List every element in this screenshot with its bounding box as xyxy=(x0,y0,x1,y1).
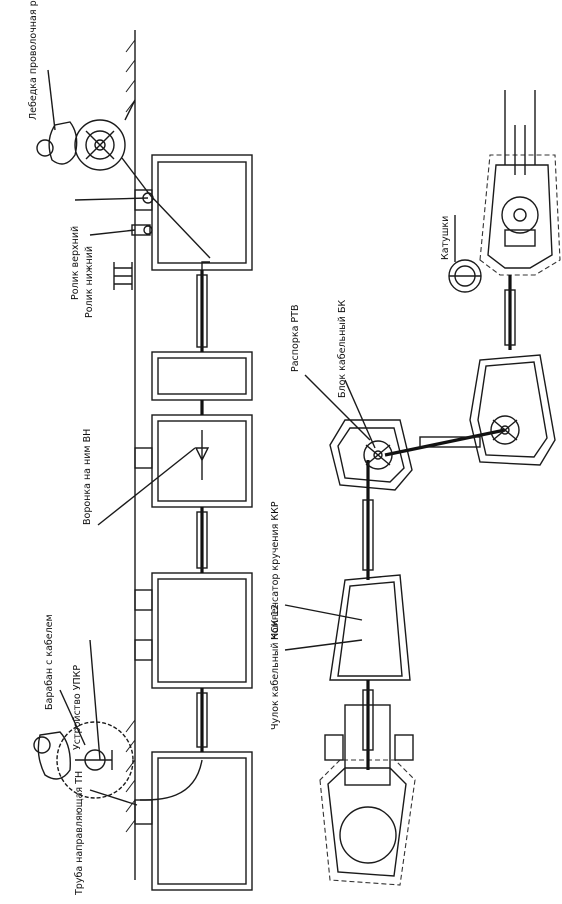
svg-text:Распорка РТВ: Распорка РТВ xyxy=(290,305,301,372)
winch xyxy=(36,99,211,259)
svg-text:Компенсатор кручения ККР: Компенсатор кручения ККР xyxy=(270,501,281,640)
lower-well-4 xyxy=(479,154,561,276)
label-coils: Катушки xyxy=(440,216,451,260)
lower-well-5 xyxy=(319,759,416,886)
svg-text:Катушки: Катушки xyxy=(440,216,451,260)
lower-drum xyxy=(324,704,414,864)
svg-text:Барабан с кабелем: Барабан с кабелем xyxy=(44,614,55,710)
lower-cable xyxy=(362,275,516,770)
cable-block-2 xyxy=(490,415,520,445)
well-2 xyxy=(151,351,253,401)
svg-text:Лебедка проволочная ручная ЛР: Лебедка проволочная ручная ЛР xyxy=(28,0,39,120)
lower-winch xyxy=(501,90,539,247)
svg-text:Устройство УПКР: Устройство УПКР xyxy=(72,665,83,750)
coils xyxy=(448,259,482,293)
ladder xyxy=(113,262,133,290)
well-necks xyxy=(134,189,153,825)
svg-text:Воронка на ним ВН: Воронка на ним ВН xyxy=(82,429,93,525)
cable-block-1 xyxy=(363,440,393,470)
label-guide-pipe: Труба направляющая ТН xyxy=(74,771,85,896)
leaders xyxy=(47,69,456,806)
lower-well-3 xyxy=(469,354,556,466)
lower-well-1 xyxy=(329,574,411,681)
label-block: Блок кабельный БК xyxy=(337,299,348,398)
well-4 xyxy=(151,572,253,689)
ground-line xyxy=(125,30,136,880)
svg-text:Труба направляющая ТН: Труба направляющая ТН xyxy=(74,771,85,896)
svg-text:Ролик верхний: Ролик верхний xyxy=(70,226,81,300)
svg-text:Блок кабельный БК: Блок кабельный БК xyxy=(337,299,348,398)
label-roller-upper: Ролик верхний xyxy=(70,226,81,300)
label-compensator: Компенсатор кручения ККР xyxy=(270,501,281,640)
label-winch: Лебедка проволочная ручная ЛР xyxy=(28,0,39,120)
lower-well-2 xyxy=(329,419,413,491)
label-funnel: Воронка на ним ВН xyxy=(82,429,93,525)
label-roller-lower: Ролик нижний xyxy=(84,246,95,318)
cable-path xyxy=(139,261,210,801)
svg-text:Чулок кабельный ЧСК-12: Чулок кабельный ЧСК-12 xyxy=(270,604,281,730)
well-5 xyxy=(151,751,253,891)
label-spreader: Распорка РТВ xyxy=(290,305,301,372)
ducts xyxy=(196,270,208,752)
label-stocking: Чулок кабельный ЧСК-12 xyxy=(270,604,281,730)
label-drum: Барабан с кабелем xyxy=(44,614,55,710)
label-device: Устройство УПКР xyxy=(72,665,83,750)
cable-drum xyxy=(33,721,134,799)
svg-text:Ролик нижний: Ролик нижний xyxy=(84,246,95,318)
